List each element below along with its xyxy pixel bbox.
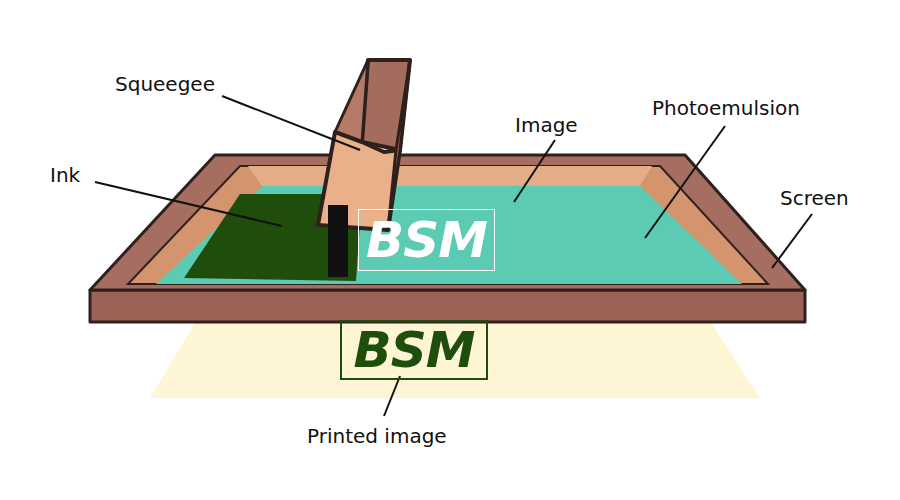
screen-image: BSM: [358, 209, 495, 271]
leader-line: [514, 140, 555, 202]
frame-top: [90, 155, 805, 290]
node-text: BSM: [354, 325, 475, 375]
squeegee-blade: [328, 205, 348, 277]
frame-front: [90, 290, 805, 322]
paper: [150, 318, 760, 398]
photoemulsion: [156, 186, 742, 284]
leader-line: [772, 214, 812, 268]
squeegee-side: [388, 60, 410, 230]
part-label: Screen: [780, 186, 849, 210]
frame-inner-wall: [128, 166, 768, 284]
node-text: BSM: [366, 215, 487, 265]
squeegee-handle-top: [335, 60, 368, 142]
printed-image: BSM: [340, 320, 488, 380]
frame-inner-back: [248, 166, 652, 186]
part-label: Squeegee: [115, 72, 215, 96]
part-label: Printed image: [307, 424, 447, 448]
part-label: Image: [515, 113, 578, 137]
leader-line: [222, 96, 360, 150]
leader-line: [95, 182, 282, 226]
leader-line: [384, 376, 400, 416]
ink: [184, 194, 362, 281]
leader-line: [645, 126, 725, 238]
part-label: Ink: [50, 163, 80, 187]
part-label: Photoemulsion: [652, 96, 800, 120]
